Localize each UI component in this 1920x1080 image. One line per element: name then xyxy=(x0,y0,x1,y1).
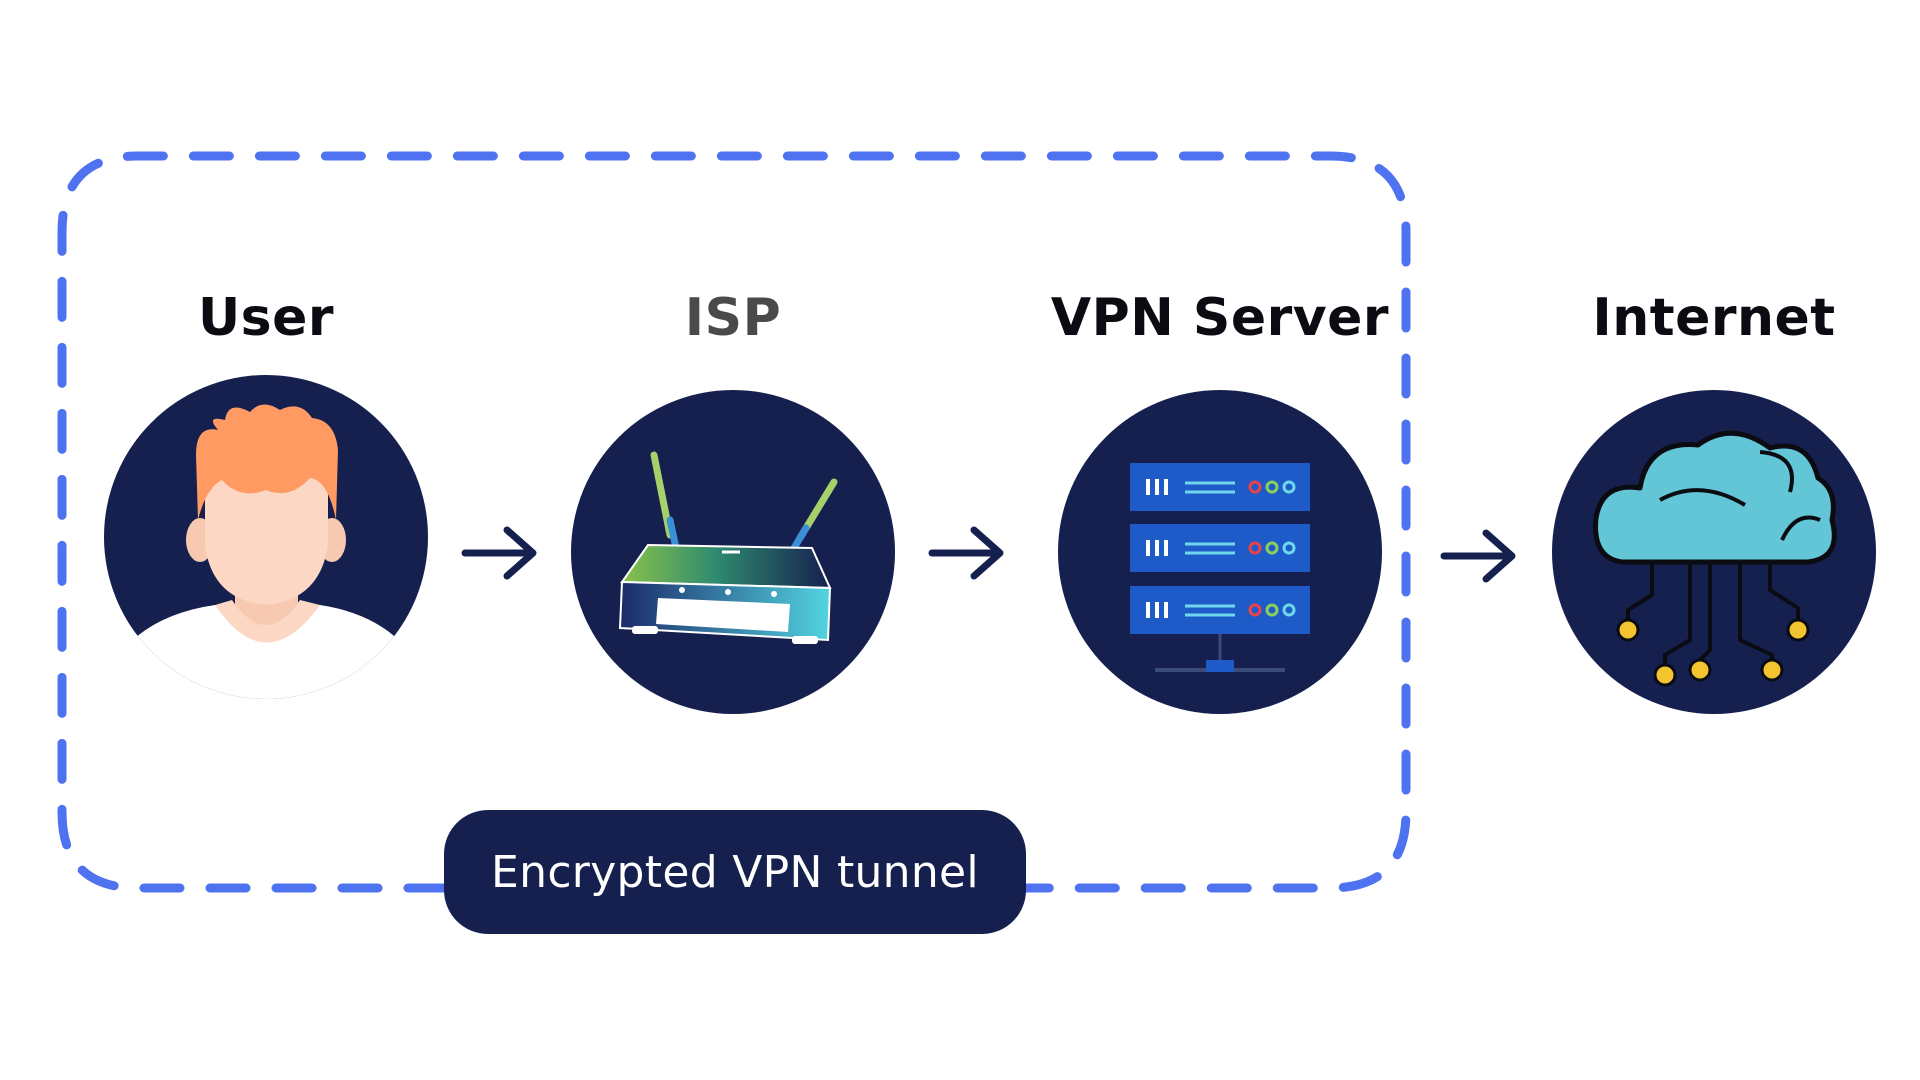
node-label-user: User xyxy=(197,288,335,348)
tunnel-dashed-border xyxy=(57,151,1411,893)
tunnel-label: Encrypted VPN tunnel xyxy=(444,810,1026,934)
server-rack-icon xyxy=(1058,390,1382,714)
arrow-vpn-to-internet xyxy=(1440,529,1516,583)
user-avatar-icon xyxy=(104,375,428,699)
cloud-network-icon xyxy=(1552,390,1876,714)
arrow-user-to-isp xyxy=(461,526,537,580)
node-label-internet: Internet xyxy=(1592,288,1836,348)
router-icon xyxy=(571,390,895,714)
arrow-isp-to-vpn xyxy=(928,526,1004,580)
node-label-vpn-server: VPN Server xyxy=(1050,288,1390,348)
node-label-isp: ISP xyxy=(684,288,782,348)
